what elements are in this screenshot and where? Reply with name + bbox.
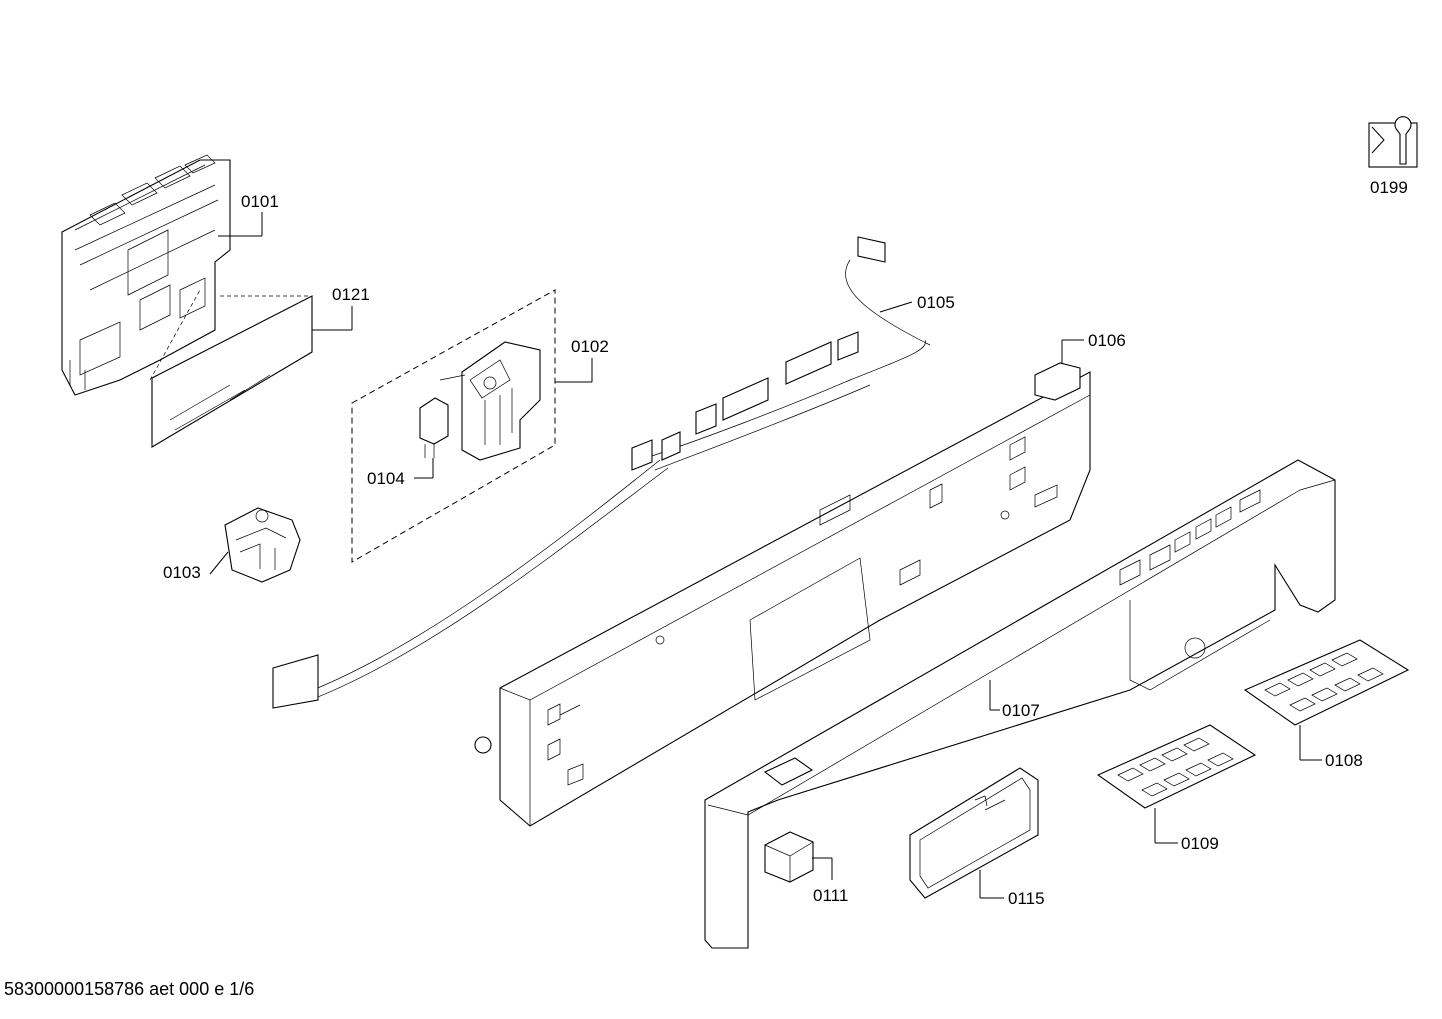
part-label-0111[interactable]: 0111 [813, 886, 848, 905]
front-trim-panel-part[interactable]: 0107 [704, 459, 1336, 949]
part-label-0199[interactable]: 0199 [1370, 178, 1408, 197]
part-label-0109[interactable]: 0109 [1181, 834, 1219, 853]
part-label-0115[interactable]: 0115 [1008, 889, 1045, 908]
service-wrench-icon[interactable]: 0199 [1368, 116, 1418, 197]
part-label-0101[interactable]: 0101 [241, 192, 279, 211]
keypad-mat-lower-part[interactable]: 0109 [1096, 724, 1257, 853]
part-label-0108[interactable]: 0108 [1325, 751, 1363, 770]
door-handle-part[interactable]: 0115 [909, 767, 1045, 908]
control-module-part[interactable]: 0101 [61, 154, 279, 396]
document-code: 58300000158786 aet 000 e 1/6 [4, 979, 255, 999]
control-panel-frame-part[interactable]: 0106 [474, 331, 1126, 827]
keypad-mat-upper-part[interactable]: 0108 [1243, 639, 1410, 770]
selector-switch-part[interactable]: 0103 [163, 507, 301, 583]
part-label-0104[interactable]: 0104 [367, 469, 405, 488]
part-label-0103[interactable]: 0103 [163, 563, 201, 582]
part-label-0105[interactable]: 0105 [917, 293, 955, 312]
module-cover-plate-part[interactable]: 0121 [149, 285, 370, 448]
part-label-0106[interactable]: 0106 [1088, 331, 1126, 350]
switch-assembly-group-part[interactable]: 0102 [351, 289, 609, 563]
small-capacitor-part[interactable]: 0104 [367, 397, 449, 488]
push-button-cap-part[interactable]: 0111 [764, 831, 848, 905]
part-label-0121[interactable]: 0121 [332, 285, 370, 304]
part-label-0102[interactable]: 0102 [571, 337, 609, 356]
cable-harness-part[interactable]: 0105 [272, 236, 955, 709]
part-label-0107[interactable]: 0107 [1002, 701, 1040, 720]
